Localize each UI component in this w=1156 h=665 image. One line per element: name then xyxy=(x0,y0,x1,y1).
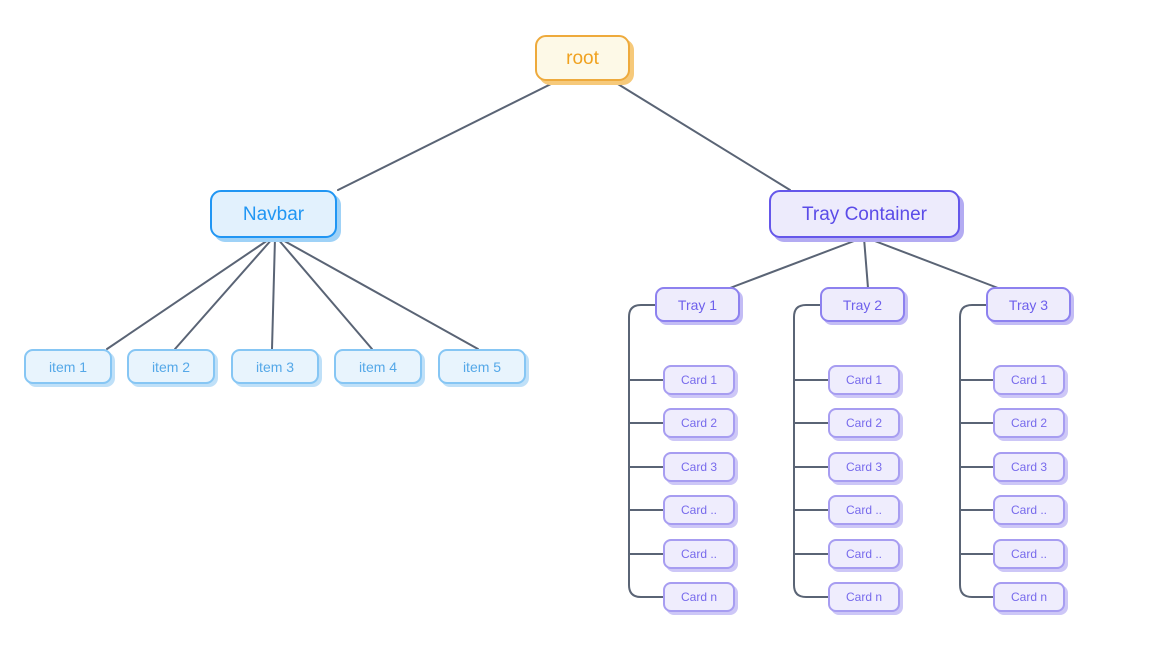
node-item-1[interactable]: item 1 xyxy=(24,349,112,384)
edge-tray-container-tray-1 xyxy=(729,237,863,289)
edge-navbar-item-2 xyxy=(174,237,274,350)
node-navbar-label: Navbar xyxy=(242,203,305,225)
node-tray-2-card-4[interactable]: Card .. xyxy=(828,495,900,525)
edge-navbar-item-4 xyxy=(276,237,373,350)
node-tray-2-card-5-label: Card .. xyxy=(845,547,882,561)
node-tray-2-card-5[interactable]: Card .. xyxy=(828,539,900,569)
node-tray-3-card-1-label: Card 1 xyxy=(1010,373,1048,387)
node-tray-2-card-4-label: Card .. xyxy=(845,503,882,517)
node-tray-container[interactable]: Tray Container xyxy=(769,190,960,238)
node-tray-3-card-4-label: Card .. xyxy=(1010,503,1047,517)
node-item-5-label: item 5 xyxy=(462,358,502,375)
node-tray-1-card-4-label: Card .. xyxy=(680,503,717,517)
node-tray-2-card-3[interactable]: Card 3 xyxy=(828,452,900,482)
node-tray-3-label: Tray 3 xyxy=(1008,296,1049,313)
node-tray-1-card-5[interactable]: Card .. xyxy=(663,539,735,569)
node-tray-2[interactable]: Tray 2 xyxy=(820,287,905,322)
node-tray-3-card-2-label: Card 2 xyxy=(1010,416,1048,430)
node-tray-2-card-1-label: Card 1 xyxy=(845,373,883,387)
node-tray-3-card-3-label: Card 3 xyxy=(1010,460,1048,474)
node-item-2-label: item 2 xyxy=(151,358,191,375)
node-tray-1[interactable]: Tray 1 xyxy=(655,287,740,322)
edge-tray-1-spine xyxy=(628,304,664,598)
node-item-3[interactable]: item 3 xyxy=(231,349,319,384)
node-root[interactable]: root xyxy=(535,35,630,81)
node-tray-2-card-2[interactable]: Card 2 xyxy=(828,408,900,438)
node-tray-3-card-5-label: Card .. xyxy=(1010,547,1047,561)
node-item-1-label: item 1 xyxy=(48,358,88,375)
node-tray-1-label: Tray 1 xyxy=(677,296,718,313)
node-navbar[interactable]: Navbar xyxy=(210,190,337,238)
node-tray-3-card-4[interactable]: Card .. xyxy=(993,495,1065,525)
node-tray-3-card-5[interactable]: Card .. xyxy=(993,539,1065,569)
node-tray-1-card-6[interactable]: Card n xyxy=(663,582,735,612)
node-tray-3-card-6[interactable]: Card n xyxy=(993,582,1065,612)
edge-tray-container-tray-3 xyxy=(866,237,999,289)
node-tray-2-card-2-label: Card 2 xyxy=(845,416,883,430)
node-tray-1-card-4[interactable]: Card .. xyxy=(663,495,735,525)
node-tray-3[interactable]: Tray 3 xyxy=(986,287,1071,322)
node-tray-1-card-3[interactable]: Card 3 xyxy=(663,452,735,482)
node-item-2[interactable]: item 2 xyxy=(127,349,215,384)
node-tray-container-label: Tray Container xyxy=(802,203,927,225)
node-item-4[interactable]: item 4 xyxy=(334,349,422,384)
node-item-4-label: item 4 xyxy=(358,358,398,375)
edge-navbar-item-5 xyxy=(278,237,479,350)
node-tray-3-card-2[interactable]: Card 2 xyxy=(993,408,1065,438)
node-tray-3-card-1[interactable]: Card 1 xyxy=(993,365,1065,395)
edge-tray-container-tray-2 xyxy=(863,237,869,289)
node-tray-1-card-6-label: Card n xyxy=(680,590,718,604)
node-tray-2-card-6[interactable]: Card n xyxy=(828,582,900,612)
node-tray-2-card-6-label: Card n xyxy=(845,590,883,604)
edge-tray-3-spine xyxy=(959,304,994,598)
edge-navbar-item-3 xyxy=(271,237,276,350)
node-tray-3-card-3[interactable]: Card 3 xyxy=(993,452,1065,482)
node-root-label: root xyxy=(566,47,599,69)
edge-navbar-item-1 xyxy=(106,237,272,350)
node-tray-1-card-2-label: Card 2 xyxy=(680,416,718,430)
edge-tray-2-spine xyxy=(793,304,829,598)
node-tray-1-card-3-label: Card 3 xyxy=(680,460,718,474)
node-tray-2-card-3-label: Card 3 xyxy=(845,460,883,474)
node-tray-1-card-1[interactable]: Card 1 xyxy=(663,365,735,395)
node-tray-3-card-6-label: Card n xyxy=(1010,590,1048,604)
node-tray-1-card-2[interactable]: Card 2 xyxy=(663,408,735,438)
node-tray-2-label: Tray 2 xyxy=(842,296,883,313)
node-item-3-label: item 3 xyxy=(255,358,295,375)
node-tray-2-card-1[interactable]: Card 1 xyxy=(828,365,900,395)
node-tray-1-card-5-label: Card .. xyxy=(680,547,717,561)
node-item-5[interactable]: item 5 xyxy=(438,349,526,384)
node-tray-1-card-1-label: Card 1 xyxy=(680,373,718,387)
edge-root-navbar xyxy=(337,80,558,191)
edge-root-tray-container xyxy=(612,80,791,191)
